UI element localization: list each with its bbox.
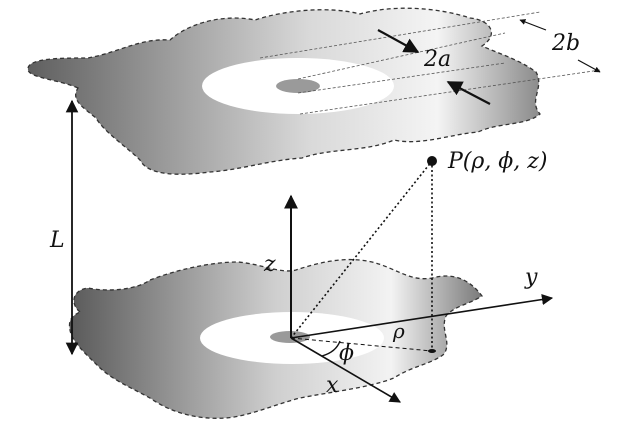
phi-label: ϕ xyxy=(339,341,354,366)
arrow-2b-upper xyxy=(519,19,547,31)
point-P-label: P(ρ, ϕ, z) xyxy=(447,149,547,174)
guide-line-inner-1 xyxy=(297,32,506,80)
arrow-2a-lower xyxy=(446,81,491,105)
y-axis xyxy=(290,293,554,339)
label-L: L xyxy=(49,228,65,253)
top-center-disk xyxy=(276,79,320,93)
point-P-marker xyxy=(427,156,437,166)
y-axis-label: y xyxy=(524,265,538,290)
label-2a: 2a xyxy=(423,47,451,72)
x-axis xyxy=(290,337,401,403)
projection-foot-marker xyxy=(428,349,436,353)
z-axis-label: z xyxy=(263,252,276,277)
rho-label: ρ xyxy=(392,319,405,343)
projection-line-rho xyxy=(290,337,433,352)
phi-arc xyxy=(321,340,341,357)
arrow-2a-upper xyxy=(377,29,420,53)
guide-line-outer-1 xyxy=(259,11,541,59)
arrow-2b-lower xyxy=(577,59,601,73)
projection-line-origin-to-point xyxy=(290,160,433,339)
x-axis-label: x xyxy=(326,373,339,398)
label-2b: 2b xyxy=(551,31,580,56)
